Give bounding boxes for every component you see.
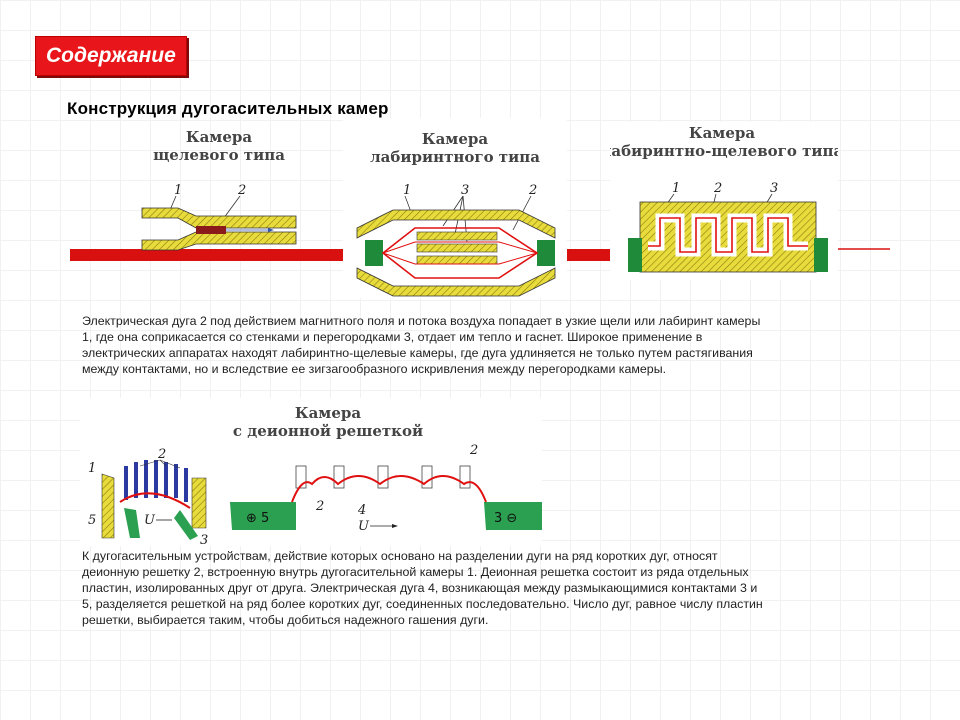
labyrinth-slot-num-3: 3	[770, 181, 778, 196]
figure-deion-grid-chamber: Камера с деионной решеткой 1 2 5 3 U ⊕ 5…	[80, 398, 542, 546]
figure-labyrinth-chamber: Камера лабиринтного типа 1 3 2	[343, 118, 567, 298]
deion-right-contact-label: 3 ⊖	[494, 511, 517, 526]
para2-line: К дугогасительным устройствам, действие …	[82, 549, 718, 563]
para1-line: между контактами, но и вследствие ее зиг…	[82, 362, 667, 376]
deion-num-3a: 3	[200, 533, 208, 546]
deion-left-contact-label: ⊕ 5	[246, 511, 269, 526]
figure-slot-chamber: Камера щелевого типа 1 2	[138, 122, 300, 262]
para1-line: 1, где она соприкасается со стенками и п…	[82, 330, 703, 344]
deion-num-1: 1	[88, 461, 96, 476]
deion-num-5a: 5	[88, 513, 96, 528]
labyrinth-num-1: 1	[403, 183, 411, 198]
labyrinth-slot-label-2: лабиринтно-щелевого типа	[610, 142, 838, 160]
slot-num-1: 1	[174, 183, 182, 198]
para1-line: Электрическая дуга 2 под действием магни…	[82, 314, 761, 328]
para2-line: деионную решетку 2, встроенную внутрь ду…	[82, 565, 749, 579]
figure-labyrinth-slot-chamber: Камера лабиринтно-щелевого типа 1 2 3	[610, 122, 838, 280]
para2-line: пластин, изолированных друг от друга. Эл…	[82, 581, 758, 595]
slot-chamber-label-1: Камера	[186, 128, 252, 146]
slot-num-2: 2	[237, 183, 246, 198]
paragraph-deion-grid: К дугогасительным устройствам, действие …	[82, 548, 763, 628]
page-title: Конструкция дугогасительных камер	[67, 99, 389, 118]
slot-chamber-label-2: щелевого типа	[153, 146, 285, 164]
labyrinth-label-2: лабиринтного типа	[370, 148, 540, 166]
para1-line: электрических аппаратах находят лабиринт…	[82, 346, 753, 360]
deion-u-label-left: U	[144, 513, 156, 528]
para2-line: решетки, выбирается таким, чтобы добитьс…	[82, 613, 489, 627]
deion-num-2a: 2	[157, 447, 166, 462]
paragraph-slot-chambers: Электрическая дуга 2 под действием магни…	[82, 313, 760, 377]
deion-u-label-right: U	[358, 519, 370, 534]
labyrinth-slot-num-2: 2	[713, 181, 722, 196]
deion-num-4: 4	[357, 503, 366, 518]
labyrinth-num-2: 2	[528, 183, 537, 198]
labyrinth-slot-label-1: Камера	[689, 124, 755, 142]
deion-num-2b: 2	[315, 499, 324, 514]
deion-num-2c: 2	[469, 443, 478, 458]
para2-line: 5, разделяется решеткой на ряд более кор…	[82, 597, 763, 611]
deion-label-2: с деионной решеткой	[233, 422, 423, 440]
contents-button[interactable]: Содержание	[35, 36, 187, 76]
labyrinth-label-1: Камера	[422, 130, 488, 148]
labyrinth-slot-num-1: 1	[672, 181, 680, 196]
deion-label-1: Камера	[295, 404, 361, 422]
labyrinth-num-3: 3	[461, 183, 469, 198]
